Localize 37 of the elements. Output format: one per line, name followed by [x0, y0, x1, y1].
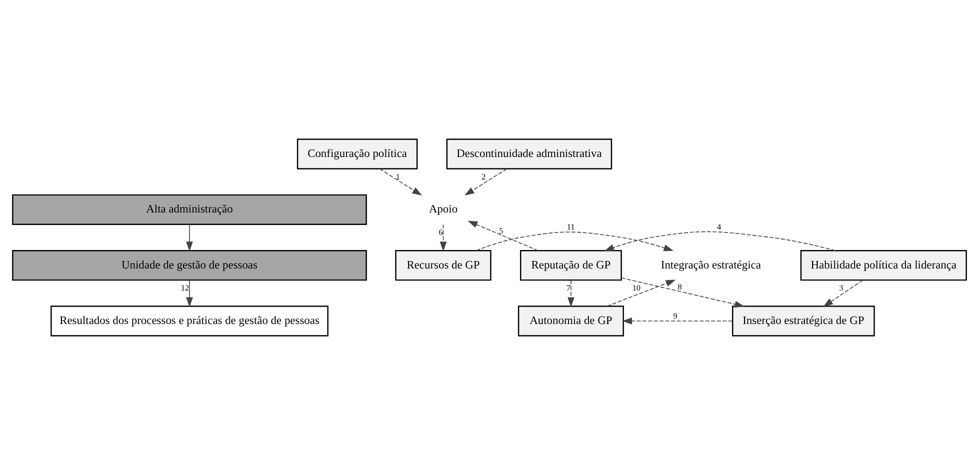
node-text: Integração estratégica [660, 258, 761, 271]
node-box: Unidade de gestão de pessoas [12, 249, 367, 280]
node-box: Alta administração [12, 194, 367, 225]
edge-label: 1 [396, 172, 400, 181]
arrow [620, 276, 745, 308]
arrow [464, 168, 508, 196]
node-text: Apoio [428, 203, 458, 216]
arrow [604, 230, 836, 250]
edge-label: 10 [632, 283, 640, 292]
arrow [468, 220, 538, 250]
arrow [568, 279, 574, 307]
edge-label: 5 [499, 226, 504, 236]
edge-label: 12 [180, 282, 190, 292]
node-box: Reputação de GP [520, 249, 622, 280]
arrow [622, 317, 733, 324]
arrow [476, 231, 674, 251]
edge-label: 3 [839, 283, 844, 292]
edge-label: 7 [566, 282, 571, 292]
arrow [186, 279, 193, 307]
node-box: Configuração política [296, 138, 418, 169]
node-box: Descontinuidade administrativa [446, 138, 612, 169]
edge-label: 8 [678, 282, 682, 292]
arrow [186, 224, 193, 251]
edge-label: 6 [438, 227, 443, 236]
arrow [440, 224, 447, 251]
node-box: Habilidade política da liderança [800, 249, 967, 280]
node-box: Recursos de GP [395, 249, 492, 280]
arrow [606, 279, 676, 306]
arrow [823, 279, 864, 306]
edge-label: 4 [717, 222, 722, 232]
arrow [379, 168, 422, 196]
node-box: Resultados dos processos e práticas de gestão de pessoas [50, 305, 328, 336]
edge-label: 2 [482, 172, 486, 181]
edge-label: 9 [673, 311, 678, 320]
edge-label: 11 [566, 222, 575, 232]
node-box: Autonomia de GP [518, 305, 624, 336]
node-box: Inserção estratégica de GP [732, 305, 875, 336]
